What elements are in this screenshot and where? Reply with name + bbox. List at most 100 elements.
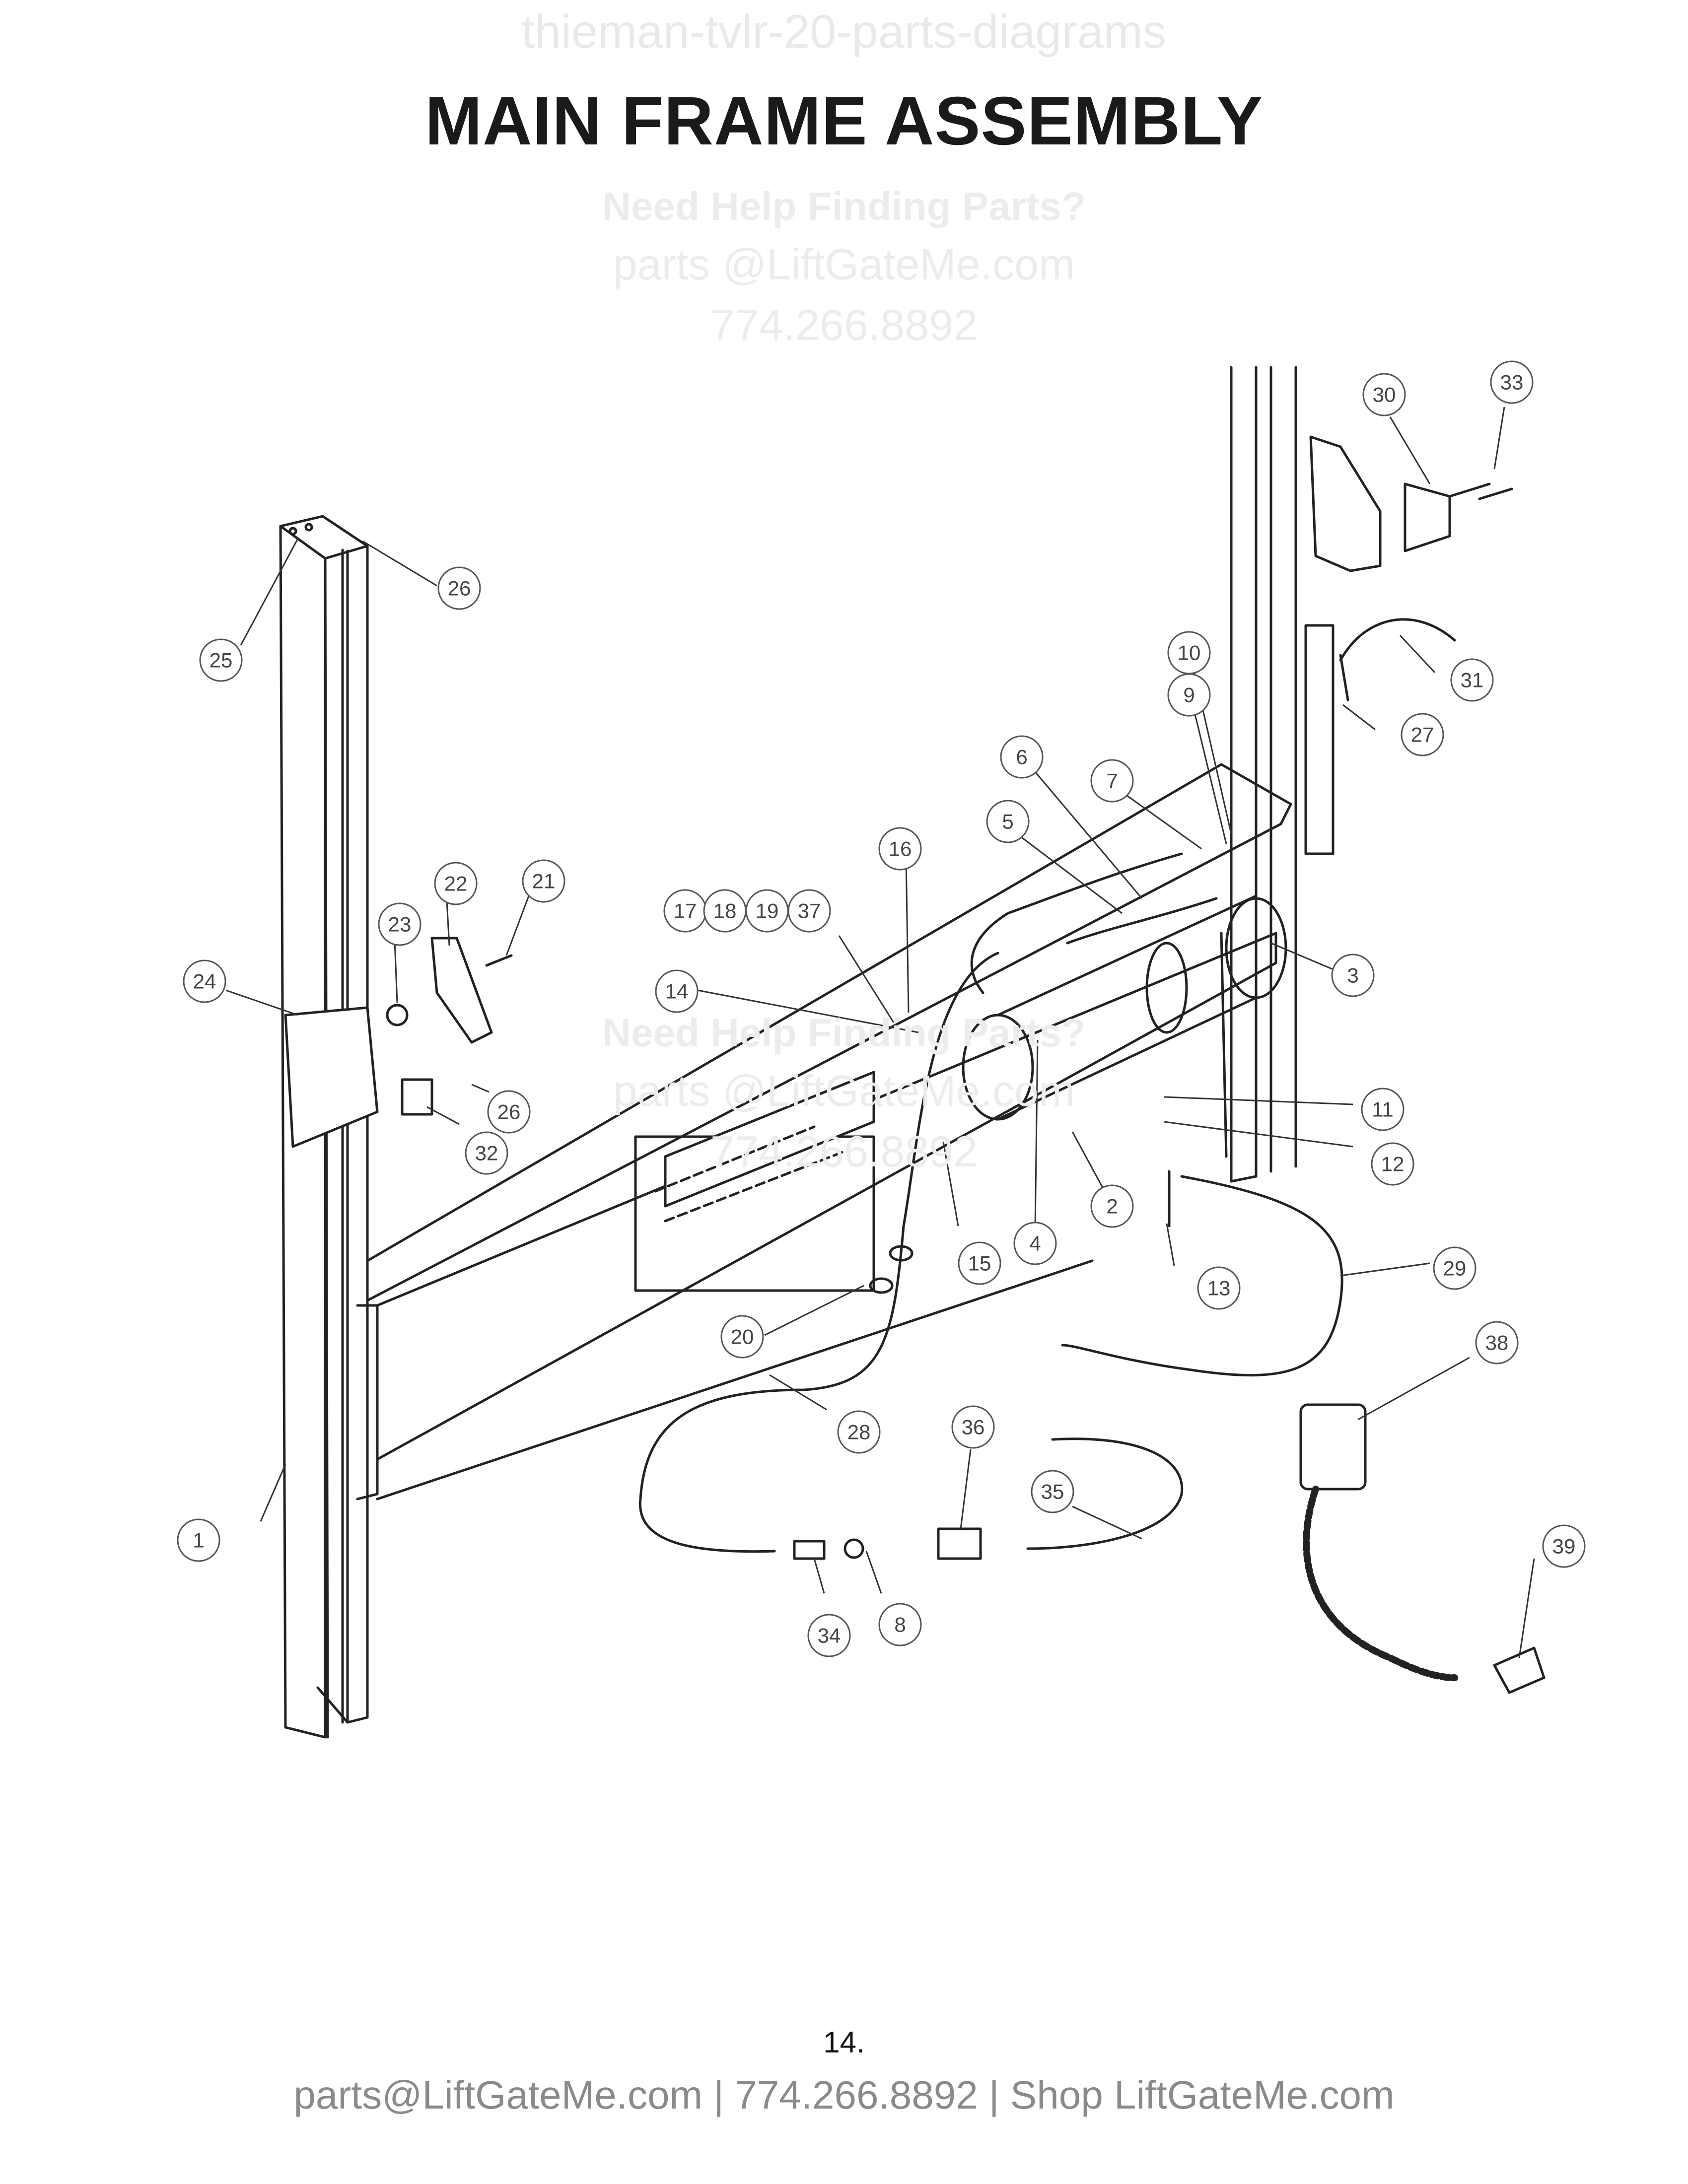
cable-28: [638, 952, 999, 1553]
callout-11: 11: [1361, 1088, 1405, 1131]
help-email-middle: parts @LiftGateMe.com: [613, 1066, 1075, 1115]
callout-21: 21: [522, 859, 565, 903]
callout-16-label: 16: [889, 837, 912, 861]
callout-1: 1: [177, 1518, 220, 1562]
callout-19: 19: [745, 889, 789, 933]
callout-28: 28: [837, 1410, 881, 1454]
callout-24-label: 24: [193, 970, 216, 993]
callout-10-label: 10: [1178, 641, 1201, 665]
help-watermark-middle: Need Help Finding Parts? parts @LiftGate…: [0, 1010, 1688, 1177]
callout-29-label: 29: [1443, 1257, 1467, 1280]
washer-20: [889, 1245, 914, 1262]
callout-8: 8: [878, 1603, 922, 1646]
callout-2-label: 2: [1106, 1195, 1118, 1218]
callout-20: 20: [720, 1315, 764, 1359]
help-phone-middle: 774.266.8892: [710, 1127, 978, 1176]
callout-31: 31: [1450, 658, 1494, 702]
callout-2: 2: [1090, 1184, 1134, 1228]
callout-23: 23: [378, 902, 422, 946]
callout-9: 9: [1167, 673, 1211, 717]
callout-36-label: 36: [962, 1416, 985, 1439]
callout-3-label: 3: [1347, 964, 1358, 987]
callout-8-label: 8: [894, 1613, 906, 1637]
watermark-filename: thieman-tvlr-20-parts-diagrams: [521, 5, 1167, 58]
plug-39: [1493, 1646, 1546, 1694]
callout-30: 30: [1362, 373, 1406, 416]
callout-38: 38: [1475, 1321, 1519, 1365]
callout-19-label: 19: [756, 899, 779, 923]
left-bracket: [284, 937, 513, 1148]
callout-17-label: 17: [674, 899, 697, 923]
callout-4: 4: [1013, 1222, 1057, 1265]
page-number: 14.: [823, 2026, 865, 2059]
callout-12-label: 12: [1381, 1153, 1405, 1176]
callout-33-label: 33: [1500, 371, 1524, 394]
callout-15: 15: [958, 1241, 1001, 1285]
pin-27: [1339, 654, 1349, 701]
callout-27: 27: [1401, 713, 1444, 756]
callout-4-label: 4: [1029, 1232, 1041, 1255]
callout-39: 39: [1542, 1524, 1586, 1568]
callout-22: 22: [434, 862, 478, 905]
callout-13: 13: [1197, 1266, 1241, 1310]
callout-6: 6: [1000, 735, 1044, 779]
callout-35: 35: [1031, 1470, 1074, 1513]
callout-16: 16: [878, 827, 922, 871]
callout-38-label: 38: [1485, 1331, 1509, 1355]
callout-32-label: 32: [475, 1142, 498, 1165]
washer-20: [869, 1277, 894, 1294]
callout-34: 34: [807, 1614, 851, 1657]
help-watermark-top: Need Help Finding Parts? parts @LiftGate…: [0, 184, 1688, 350]
cable-29: [1061, 1175, 1343, 1377]
callout-10: 10: [1167, 631, 1211, 675]
callout-25: 25: [199, 638, 243, 682]
footer-contact[interactable]: parts@LiftGateMe.com | 774.266.8892 | Sh…: [293, 2073, 1395, 2117]
callout-6-label: 6: [1016, 746, 1027, 769]
callout-36: 36: [951, 1405, 995, 1449]
help-heading: Need Help Finding Parts?: [602, 184, 1086, 228]
callout-25-label: 25: [210, 649, 233, 672]
leader-lines: [225, 407, 1535, 1658]
callout-1-label: 1: [193, 1529, 204, 1552]
hose-6: [970, 852, 1183, 994]
pendant-38: [1299, 1403, 1367, 1491]
callout-26: 26: [487, 1090, 531, 1134]
callout-26-label: 26: [448, 577, 471, 600]
callout-3: 3: [1331, 954, 1375, 997]
callout-18-label: 18: [713, 899, 737, 923]
terminal-8: [844, 1538, 864, 1559]
callout-26-label: 26: [497, 1100, 521, 1124]
pump-motor: [962, 894, 1287, 1121]
callout-23-label: 23: [388, 913, 412, 936]
bolt-icon: [288, 527, 297, 536]
callout-18: 18: [703, 889, 747, 933]
callout-33: 33: [1490, 360, 1534, 404]
coil-cord: [1303, 1486, 1458, 1681]
callout-37-label: 37: [798, 899, 821, 923]
callout-14-label: 14: [665, 980, 689, 1003]
callout-21-label: 21: [532, 870, 556, 893]
callout-34-label: 34: [818, 1624, 841, 1647]
callout-20-label: 20: [731, 1325, 754, 1349]
callout-14: 14: [655, 969, 699, 1013]
callout-30-label: 30: [1373, 383, 1396, 407]
callout-7: 7: [1090, 759, 1134, 803]
help-email: parts @LiftGateMe.com: [613, 240, 1075, 289]
callout-15-label: 15: [968, 1252, 991, 1275]
callout-37: 37: [787, 889, 831, 933]
bracket-30: [1404, 482, 1513, 552]
bolt-icon: [304, 523, 313, 532]
callout-12: 12: [1371, 1142, 1414, 1186]
right-post: [1230, 366, 1382, 1183]
page-title: MAIN FRAME ASSEMBLY: [425, 83, 1263, 159]
cross-beam: [356, 763, 1292, 1515]
callout-27-label: 27: [1411, 723, 1434, 747]
callout-17: 17: [663, 889, 707, 933]
callout-28-label: 28: [847, 1421, 871, 1444]
hose-5: [1066, 897, 1218, 945]
callout-13-label: 13: [1207, 1277, 1231, 1300]
callout-31-label: 31: [1461, 669, 1484, 692]
switch-36: [937, 1527, 982, 1560]
help-heading-middle: Need Help Finding Parts?: [602, 1011, 1086, 1055]
